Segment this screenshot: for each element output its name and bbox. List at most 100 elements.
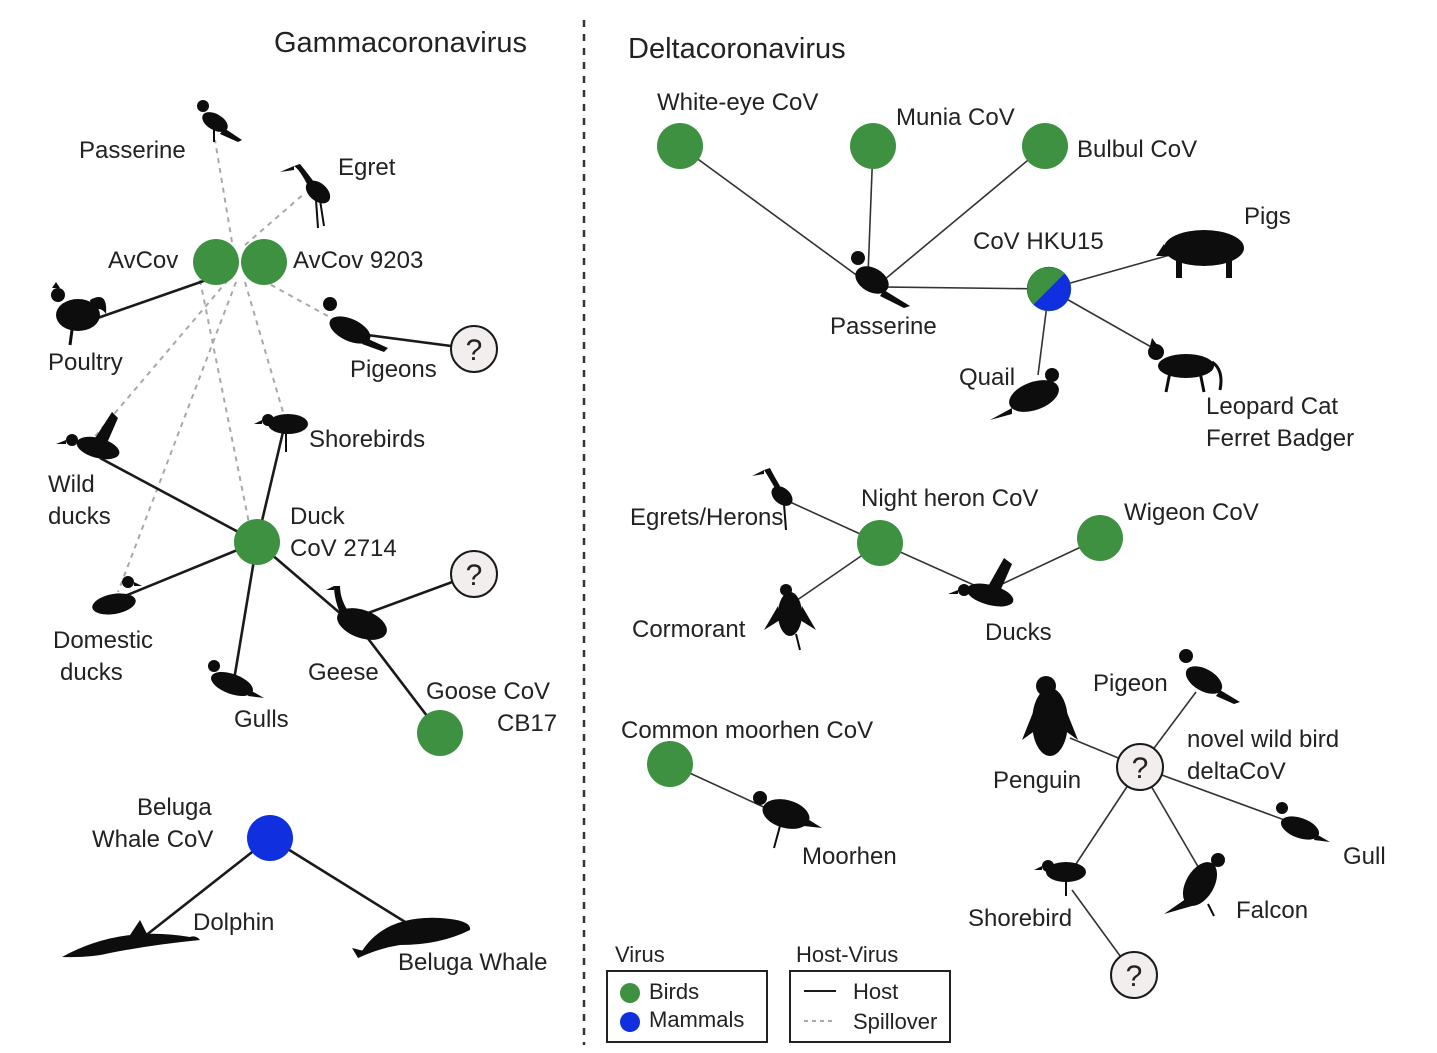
edge-avcov-shorebirds <box>244 281 284 413</box>
edge-avcov-poultry <box>91 275 216 322</box>
geese-label: Geese <box>308 659 379 686</box>
wigeon-cov-label: Wigeon CoV <box>1124 499 1259 526</box>
beluga-whale-silhouette-icon <box>352 917 471 958</box>
gamma-spillover-edges <box>91 139 336 593</box>
legend-birds-label: Birds <box>649 979 699 1004</box>
common-moorhen-cov-node <box>647 741 693 787</box>
egret-silhouette-icon <box>280 164 331 229</box>
bulbul-cov-label: Bulbul CoV <box>1077 136 1197 163</box>
wigeon-cov-node <box>1077 515 1123 561</box>
avcov-9203-node <box>241 239 287 285</box>
ducks-delta-label: Ducks <box>985 619 1052 646</box>
white-eye-cov-node <box>657 123 703 169</box>
geese-silhouette-icon <box>326 586 387 640</box>
gull-label: Gull <box>1343 843 1386 870</box>
edge-avcov-domestic-ducks <box>117 281 237 593</box>
poultry-silhouette-icon <box>51 282 107 346</box>
novel-deltacov-label-line1: novel wild bird <box>1187 726 1339 753</box>
edge-bulbul-passerine <box>877 145 1046 286</box>
gulls-silhouette-icon <box>208 660 264 698</box>
legend-virus-box <box>606 970 768 1043</box>
pigeons-label: Pigeons <box>350 356 437 383</box>
munia-cov-label: Munia CoV <box>896 104 1015 131</box>
avcov-node <box>193 239 239 285</box>
edge-beluga-dolphin <box>139 836 271 942</box>
legend: Virus Birds Mammals Host-Virus Host Spil… <box>606 942 951 1043</box>
cov-hku15-label: CoV HKU15 <box>973 228 1104 255</box>
shorebirds-label: Shorebirds <box>309 426 425 453</box>
night-heron-cov-label: Night heron CoV <box>861 485 1038 512</box>
pigeon-silhouette-icon <box>1179 649 1240 704</box>
poultry-label: Poultry <box>48 349 123 376</box>
unknown-symbol-geese: ? <box>466 559 483 592</box>
edge-hku15-passerine <box>879 286 1050 290</box>
night-heron-cov-node <box>857 520 903 566</box>
pigs-silhouette-icon <box>1156 230 1244 278</box>
gull-silhouette-icon <box>1276 802 1330 842</box>
novel-wild-bird-deltacov-node <box>1116 743 1164 791</box>
egrets-herons-silhouette-icon <box>752 468 793 531</box>
shorebird-silhouette-icon <box>1034 860 1086 896</box>
edge-novel-gull <box>1139 766 1291 823</box>
dolphin-silhouette-icon <box>62 920 200 958</box>
unknown-host-node-geese <box>450 550 498 598</box>
avcov-label: AvCov <box>108 247 178 274</box>
leopard-cat-silhouette-icon <box>1148 338 1223 393</box>
beluga-cov-label-line1: Beluga <box>137 794 212 821</box>
goose-cov-label-line2: CB17 <box>497 710 557 737</box>
moorhen-silhouette-icon <box>753 791 822 849</box>
edge-duck-wild-ducks <box>99 456 258 544</box>
legend-host-label: Host <box>853 979 898 1004</box>
beluga-whale-label: Beluga Whale <box>398 949 547 976</box>
gamma-panel-title: Gammacoronavirus <box>274 27 527 59</box>
beluga-cov-label-line2: Whale CoV <box>92 826 213 853</box>
pigeon-label: Pigeon <box>1093 670 1168 697</box>
shorebirds-silhouette-icon <box>254 414 308 452</box>
legend-mammals-label: Mammals <box>649 1007 744 1032</box>
edge-avcov-egret <box>244 192 306 246</box>
delta-panel-title: Deltacoronavirus <box>628 33 846 65</box>
cormorant-label: Cormorant <box>632 616 746 643</box>
penguin-silhouette-icon <box>1022 676 1078 756</box>
moorhen-label: Moorhen <box>802 843 897 870</box>
passerine-delta-silhouette-icon <box>851 251 910 308</box>
bulbul-cov-node <box>1022 123 1068 169</box>
delta-host-edges <box>669 145 1291 976</box>
legend-hostvirus-title: Host-Virus <box>796 942 898 967</box>
common-moorhen-cov-label: Common moorhen CoV <box>621 717 873 744</box>
passerine-label: Passerine <box>79 137 186 164</box>
cormorant-silhouette-icon <box>764 584 816 651</box>
falcon-silhouette-icon <box>1164 853 1225 917</box>
quail-label: Quail <box>959 364 1015 391</box>
edge-duck-domestic-ducks <box>119 540 258 600</box>
edge-avcov-wild-ducks <box>91 279 229 441</box>
white-eye-cov-label: White-eye CoV <box>657 89 818 116</box>
duck-cov-2714-node <box>234 519 280 565</box>
egret-label: Egret <box>338 154 396 181</box>
passerine-delta-label: Passerine <box>830 313 937 340</box>
unknown-symbol-shorebird: ? <box>1126 960 1143 993</box>
edge-duck-gulls <box>232 541 259 681</box>
falcon-label: Falcon <box>1236 897 1308 924</box>
avcov-9203-label: AvCov 9203 <box>293 247 423 274</box>
edge-avcov-passerine <box>214 139 233 243</box>
legend-mammals-swatch <box>620 1012 640 1032</box>
edge-whiteeye-passerine <box>679 145 871 286</box>
dolphin-label: Dolphin <box>193 909 274 936</box>
duck-cov-label-line2: CoV 2714 <box>290 535 397 562</box>
penguin-label: Penguin <box>993 767 1081 794</box>
quail-silhouette-icon <box>990 368 1059 420</box>
legend-virus-title: Virus <box>615 942 665 967</box>
legend-spillover-label: Spillover <box>853 1009 937 1034</box>
edge-beluga-beluga-whale <box>269 836 411 927</box>
beluga-whale-cov-node <box>247 815 293 861</box>
unknown-host-node-pigeons <box>450 325 498 373</box>
unknown-symbol-pigeons: ? <box>466 334 483 367</box>
pigeons-silhouette-icon <box>323 297 388 352</box>
egrets-herons-label: Egrets/Herons <box>630 504 783 531</box>
edge-avcov-pigeons <box>261 279 336 321</box>
wild-ducks-silhouette-icon <box>56 412 120 460</box>
unknown-symbol-novel: ? <box>1132 752 1149 785</box>
wild-ducks-label-line1: Wild <box>48 471 95 498</box>
